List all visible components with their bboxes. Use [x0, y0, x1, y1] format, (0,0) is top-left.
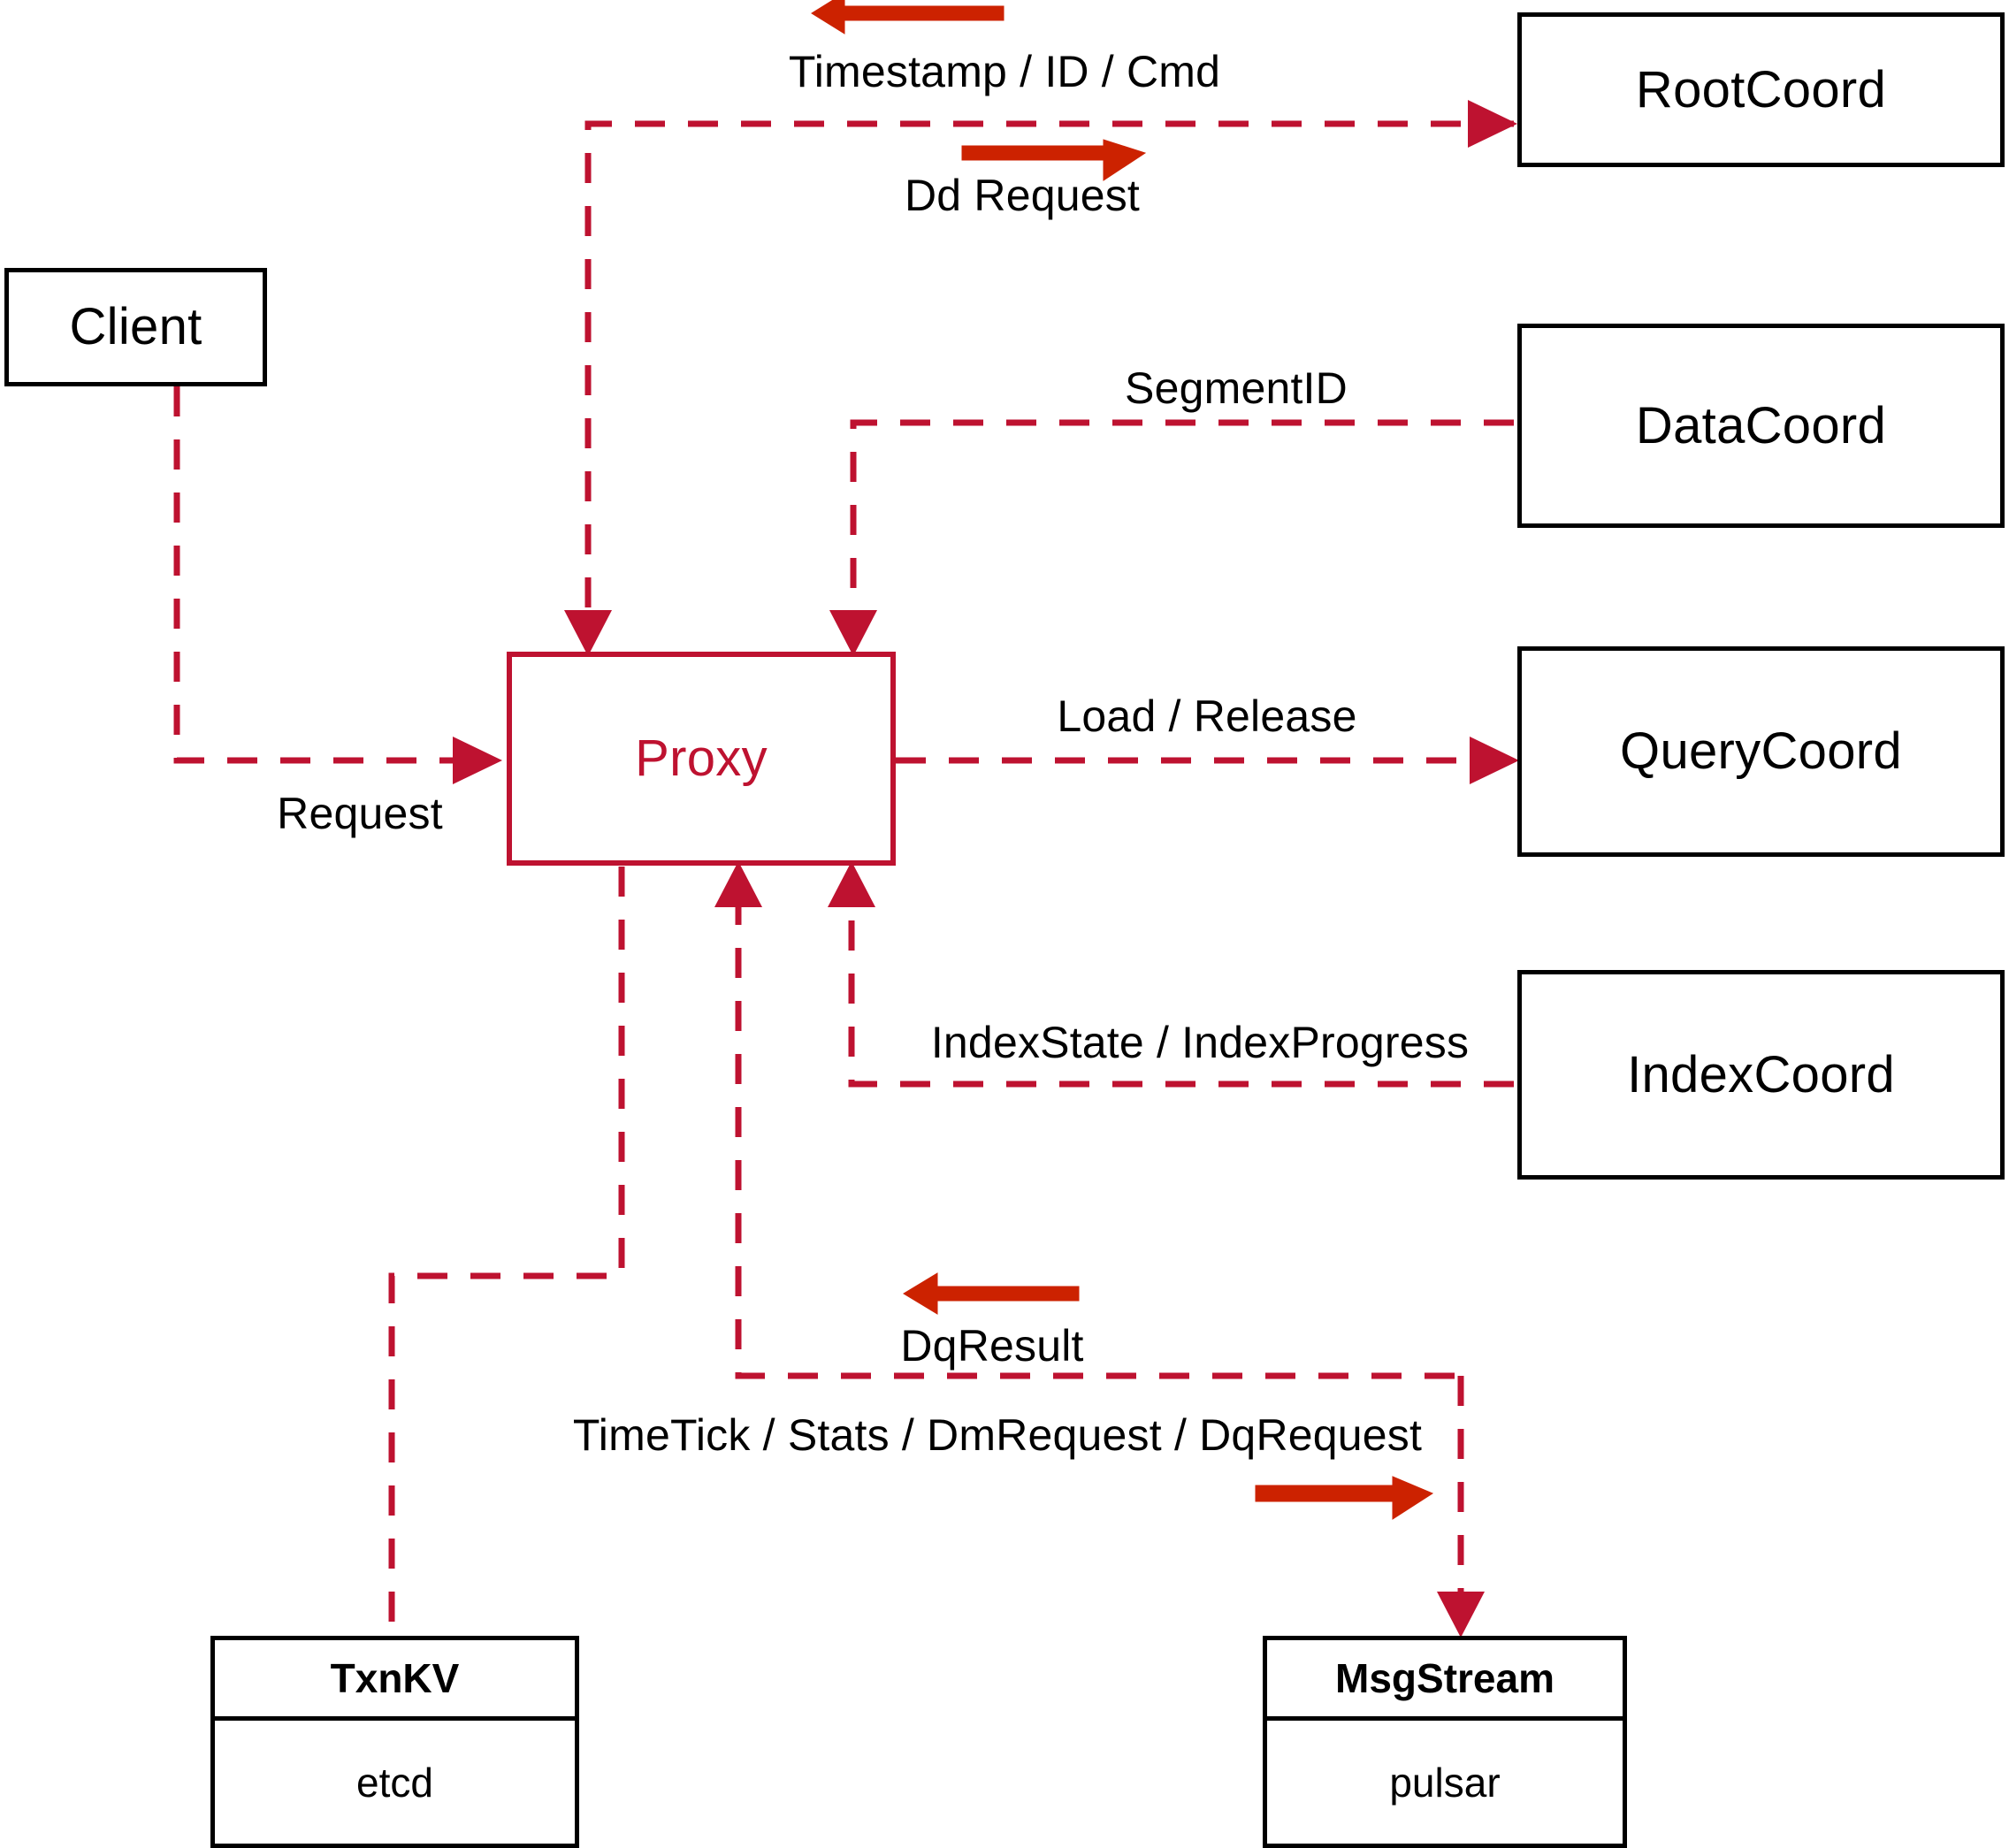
- indicator-arrow-left-timestamp: [811, 0, 1004, 34]
- indicator-arrow-left-dqresult: [903, 1272, 1080, 1315]
- node-client[interactable]: Client: [4, 268, 267, 386]
- arrowhead-into-proxy-bottom-mid: [714, 861, 762, 907]
- node-msgstream-body: pulsar: [1267, 1721, 1623, 1844]
- node-txnkv[interactable]: TxnKV etcd: [210, 1636, 579, 1848]
- node-indexcoord-label: IndexCoord: [1627, 1045, 1895, 1103]
- node-rootcoord-label: RootCoord: [1635, 60, 1887, 118]
- wire-datacoord-to-proxy: [850, 419, 1514, 619]
- edge-label-request: Request: [277, 789, 443, 838]
- edge-label-segment-id: SegmentID: [1125, 363, 1348, 413]
- node-proxy-label: Proxy: [635, 729, 768, 787]
- node-client-label: Client: [69, 298, 202, 355]
- node-proxy[interactable]: Proxy: [507, 652, 896, 866]
- arrowhead-into-proxy-top-right: [829, 610, 877, 656]
- arrowhead-into-querycoord: [1470, 737, 1519, 784]
- node-txnkv-header: TxnKV: [215, 1640, 575, 1721]
- node-rootcoord[interactable]: RootCoord: [1517, 12, 2005, 167]
- node-msgstream-header-label: MsgStream: [1335, 1655, 1554, 1701]
- wire-proxy-to-txnkv: [388, 867, 625, 1636]
- arrowhead-into-msgstream: [1437, 1592, 1485, 1638]
- wire-client-to-proxy: [173, 386, 495, 764]
- node-datacoord-label: DataCoord: [1635, 396, 1887, 454]
- edge-label-timetick-stats: TimeTick / Stats / DmRequest / DqRequest: [572, 1410, 1423, 1460]
- wire-msgstream-to-proxy: [735, 895, 1461, 1379]
- edge-label-timestamp-id-cmd: Timestamp / ID / Cmd: [788, 47, 1221, 96]
- node-msgstream[interactable]: MsgStream pulsar: [1263, 1636, 1627, 1848]
- node-msgstream-header: MsgStream: [1267, 1640, 1623, 1721]
- node-querycoord[interactable]: QueryCoord: [1517, 646, 2005, 857]
- edge-label-index-state-progress: IndexState / IndexProgress: [930, 1018, 1470, 1067]
- arrowhead-into-proxy-left: [453, 737, 502, 784]
- arrowhead-into-proxy-bottom-right: [828, 861, 875, 907]
- node-datacoord[interactable]: DataCoord: [1517, 324, 2005, 528]
- node-txnkv-body-label: etcd: [356, 1759, 433, 1806]
- node-txnkv-header-label: TxnKV: [330, 1655, 460, 1701]
- arrowhead-into-rootcoord: [1468, 100, 1517, 148]
- direction-indicators: [811, 0, 1434, 1520]
- arrowheads: [453, 100, 1519, 1638]
- arrowhead-into-proxy-top-left: [564, 610, 612, 656]
- node-txnkv-body: etcd: [215, 1721, 575, 1844]
- edge-label-dq-result: DqResult: [900, 1321, 1084, 1371]
- node-msgstream-body-label: pulsar: [1389, 1759, 1501, 1806]
- node-querycoord-label: QueryCoord: [1620, 722, 1902, 780]
- edge-label-dd-request: Dd Request: [904, 171, 1141, 220]
- edge-label-load-release: Load / Release: [1057, 691, 1357, 741]
- indicator-arrow-right-timetick: [1255, 1476, 1434, 1520]
- node-indexcoord[interactable]: IndexCoord: [1517, 970, 2005, 1180]
